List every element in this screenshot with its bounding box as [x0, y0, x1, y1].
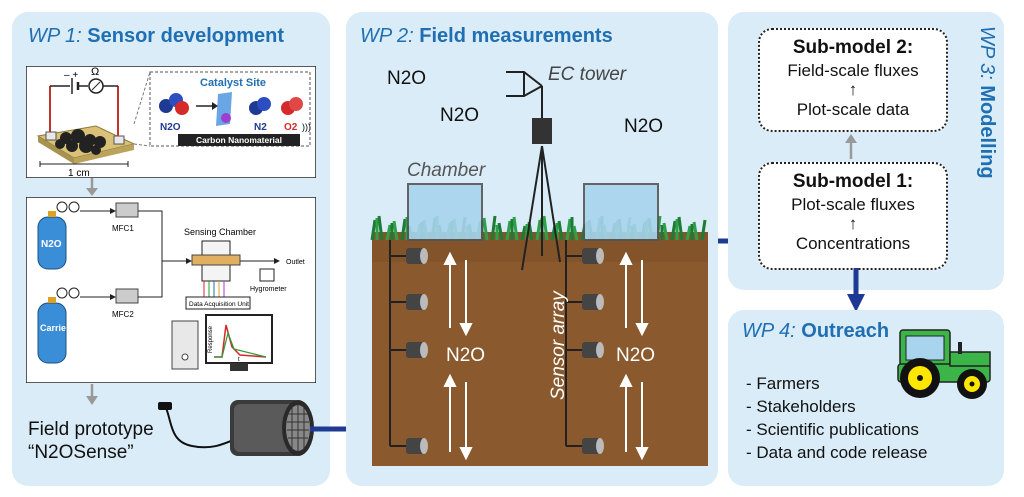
submodel-2-title: Sub-model 2:: [792, 37, 914, 58]
n2-label: N2: [254, 122, 267, 133]
carrier-tank-label: Carrier Gas: [40, 323, 89, 333]
grass-blade: [542, 215, 549, 241]
buried-sensor-icon: [566, 248, 604, 264]
outlet-label: Outlet: [286, 259, 305, 266]
buried-sensor-icon: [566, 438, 604, 454]
submodel-2-box: Sub-model 2: Field-scale fluxes ↑ Plot-s…: [758, 28, 948, 132]
field-scene: [370, 71, 708, 466]
wp3-title-text: Modelling: [976, 85, 998, 179]
n2o-soil-label-left: N2O: [446, 345, 486, 366]
grass-blade: [505, 220, 512, 241]
grass-blade: [565, 218, 572, 241]
gray-arrow-2: [86, 384, 98, 405]
submodel-2-arrow: ↑: [848, 80, 858, 99]
outreach-item: - Farmers: [746, 374, 820, 393]
wp3-prefix: WP 3:: [976, 26, 998, 80]
scale-label: 1 cm: [68, 168, 90, 178]
sensor-array-label: Sensor array: [548, 291, 569, 400]
mfc1-label: MFC1: [112, 224, 134, 233]
n2o-tank-label: N2O: [41, 239, 62, 250]
grass-blade: [377, 215, 384, 241]
wp1-title-text: Sensor development: [87, 25, 284, 47]
prototype-label-line1: Field prototype: [28, 419, 154, 440]
grass-blade: [692, 221, 699, 241]
grass-blade: [662, 222, 669, 241]
grass-blade: [520, 225, 527, 241]
submodel-2-line2: Plot-scale data: [796, 100, 910, 119]
wp2-title-text: Field measurements: [419, 25, 613, 47]
time-axis-label: t: [238, 357, 240, 363]
buried-sensor-icon: [390, 342, 428, 358]
buried-sensor-icon: [566, 294, 604, 310]
submodel-2-line1: Field-scale fluxes: [787, 61, 919, 80]
grass-blade: [497, 222, 504, 241]
chamber-label: Chamber: [407, 160, 486, 181]
grass-blade: [700, 219, 707, 241]
buried-sensor-icon: [390, 438, 428, 454]
arrow-wp3-to-wp4: [847, 268, 865, 312]
catalyst-site-label: Catalyst Site: [200, 77, 266, 89]
grass-blade: [557, 220, 564, 241]
n2o-air-label-3: N2O: [624, 116, 664, 137]
grass-blade: [400, 218, 407, 241]
grass-blade: [677, 216, 684, 241]
wp3-title: WP 3: Modelling: [975, 26, 998, 179]
grass-blade: [670, 220, 677, 241]
buried-sensor-icon: [566, 342, 604, 358]
omega-label: Ω: [91, 66, 99, 78]
wp4-title-text: Outreach: [801, 320, 890, 342]
buried-sensor-icon: [390, 248, 428, 264]
gray-arrow-1: [86, 178, 98, 196]
outreach-item: - Data and code release: [746, 443, 928, 462]
buried-sensor-icon: [390, 294, 428, 310]
grass-blade: [392, 220, 399, 241]
svg-text:– +: – +: [64, 70, 78, 81]
wp4-title: WP 4: Outreach: [742, 320, 889, 343]
carbon-nanomaterial-label: Carbon Nanomaterial: [196, 135, 282, 145]
submodel-1-box: Sub-model 1: Plot-scale fluxes ↑ Concent…: [758, 162, 948, 270]
submodel-1-line2: Concentrations: [795, 234, 911, 253]
daq-label: Data Acquisition Unit: [189, 301, 249, 308]
sensor-prototype-icon: [158, 400, 314, 456]
mfc2-label: MFC2: [112, 310, 134, 319]
grass-blade: [490, 215, 497, 241]
sensor-device-figure: – + Ω 1 cm Catalyst Site N2O N2 O2 ))) C…: [26, 66, 316, 178]
wp2-title: WP 2: Field measurements: [360, 25, 613, 48]
outreach-list: - Farmers - Stakeholders - Scientific pu…: [746, 372, 927, 464]
sensing-chamber-label: Sensing Chamber: [184, 227, 256, 237]
grass-blade: [482, 217, 489, 241]
submodel-1-title: Sub-model 1:: [792, 171, 914, 192]
o2-label: O2: [284, 122, 298, 133]
grass-blade: [535, 219, 542, 241]
grass-blade: [385, 224, 392, 241]
wp2-prefix: WP 2:: [360, 25, 414, 47]
wp4-panel: [728, 310, 1004, 486]
submodel-1-line1: Plot-scale fluxes: [791, 195, 915, 214]
n2o-air-label-2: N2O: [440, 105, 480, 126]
prototype-label-line2: “N2OSense”: [28, 442, 134, 463]
wp1-prefix: WP 1:: [28, 25, 82, 47]
grass-blade: [370, 219, 377, 241]
outreach-item: - Stakeholders: [746, 397, 856, 416]
gas-setup-figure: N2O Carrier Gas MFC1 MFC2 Sensing Chambe…: [26, 197, 316, 383]
grass-blade: [512, 216, 519, 241]
n2o-air-label-1: N2O: [387, 68, 427, 89]
gray-arrow-models: [845, 134, 857, 159]
grass-blade: [572, 225, 579, 241]
tractor-icon: [897, 329, 991, 399]
grass-blade: [685, 225, 692, 241]
hygrometer-label: Hygrometer: [250, 286, 287, 293]
wp1-title: WP 1: Sensor development: [28, 25, 284, 48]
response-axis-label: Response: [208, 325, 214, 353]
n2o-soil-label-right: N2O: [616, 345, 656, 366]
outreach-item: - Scientific publications: [746, 420, 919, 439]
ec-tower-label: EC tower: [548, 64, 627, 85]
submodel-1-arrow: ↑: [848, 214, 858, 233]
wp4-prefix: WP 4:: [742, 320, 796, 342]
svg-text:))): ))): [302, 122, 311, 132]
n2o-device-label: N2O: [160, 122, 181, 133]
